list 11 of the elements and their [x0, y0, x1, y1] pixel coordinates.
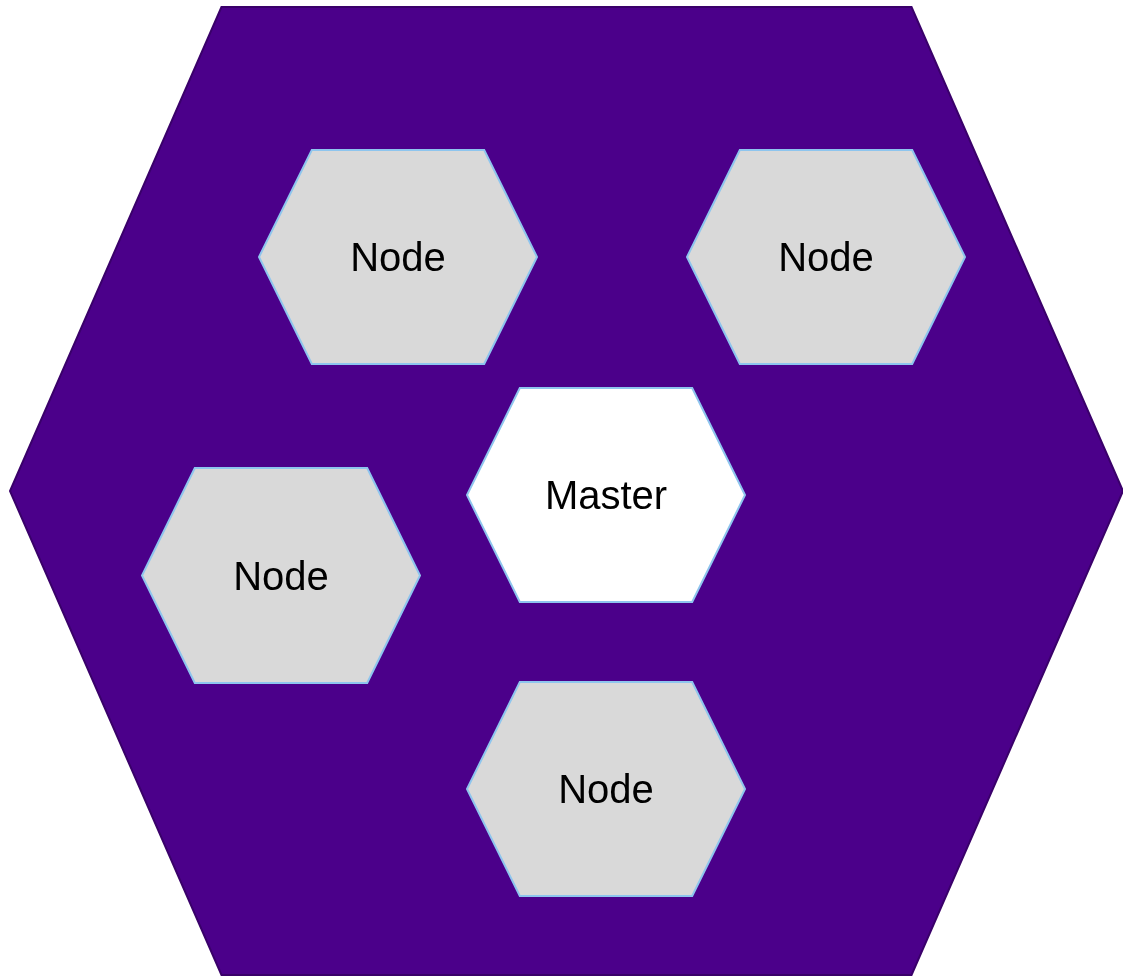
- node-label: Node: [558, 766, 654, 812]
- node-label: Node: [350, 234, 446, 280]
- hexagon-cluster: [10, 7, 1123, 975]
- node-label: Node: [233, 553, 329, 598]
- hexagon-node: [259, 150, 537, 364]
- hexagon-node: [142, 468, 420, 683]
- hexagon-node: [687, 150, 965, 364]
- hexagon-node: [467, 682, 745, 896]
- hexagon-node: [467, 388, 745, 602]
- node-label: Node: [778, 234, 874, 280]
- node-label: Master: [544, 472, 668, 518]
